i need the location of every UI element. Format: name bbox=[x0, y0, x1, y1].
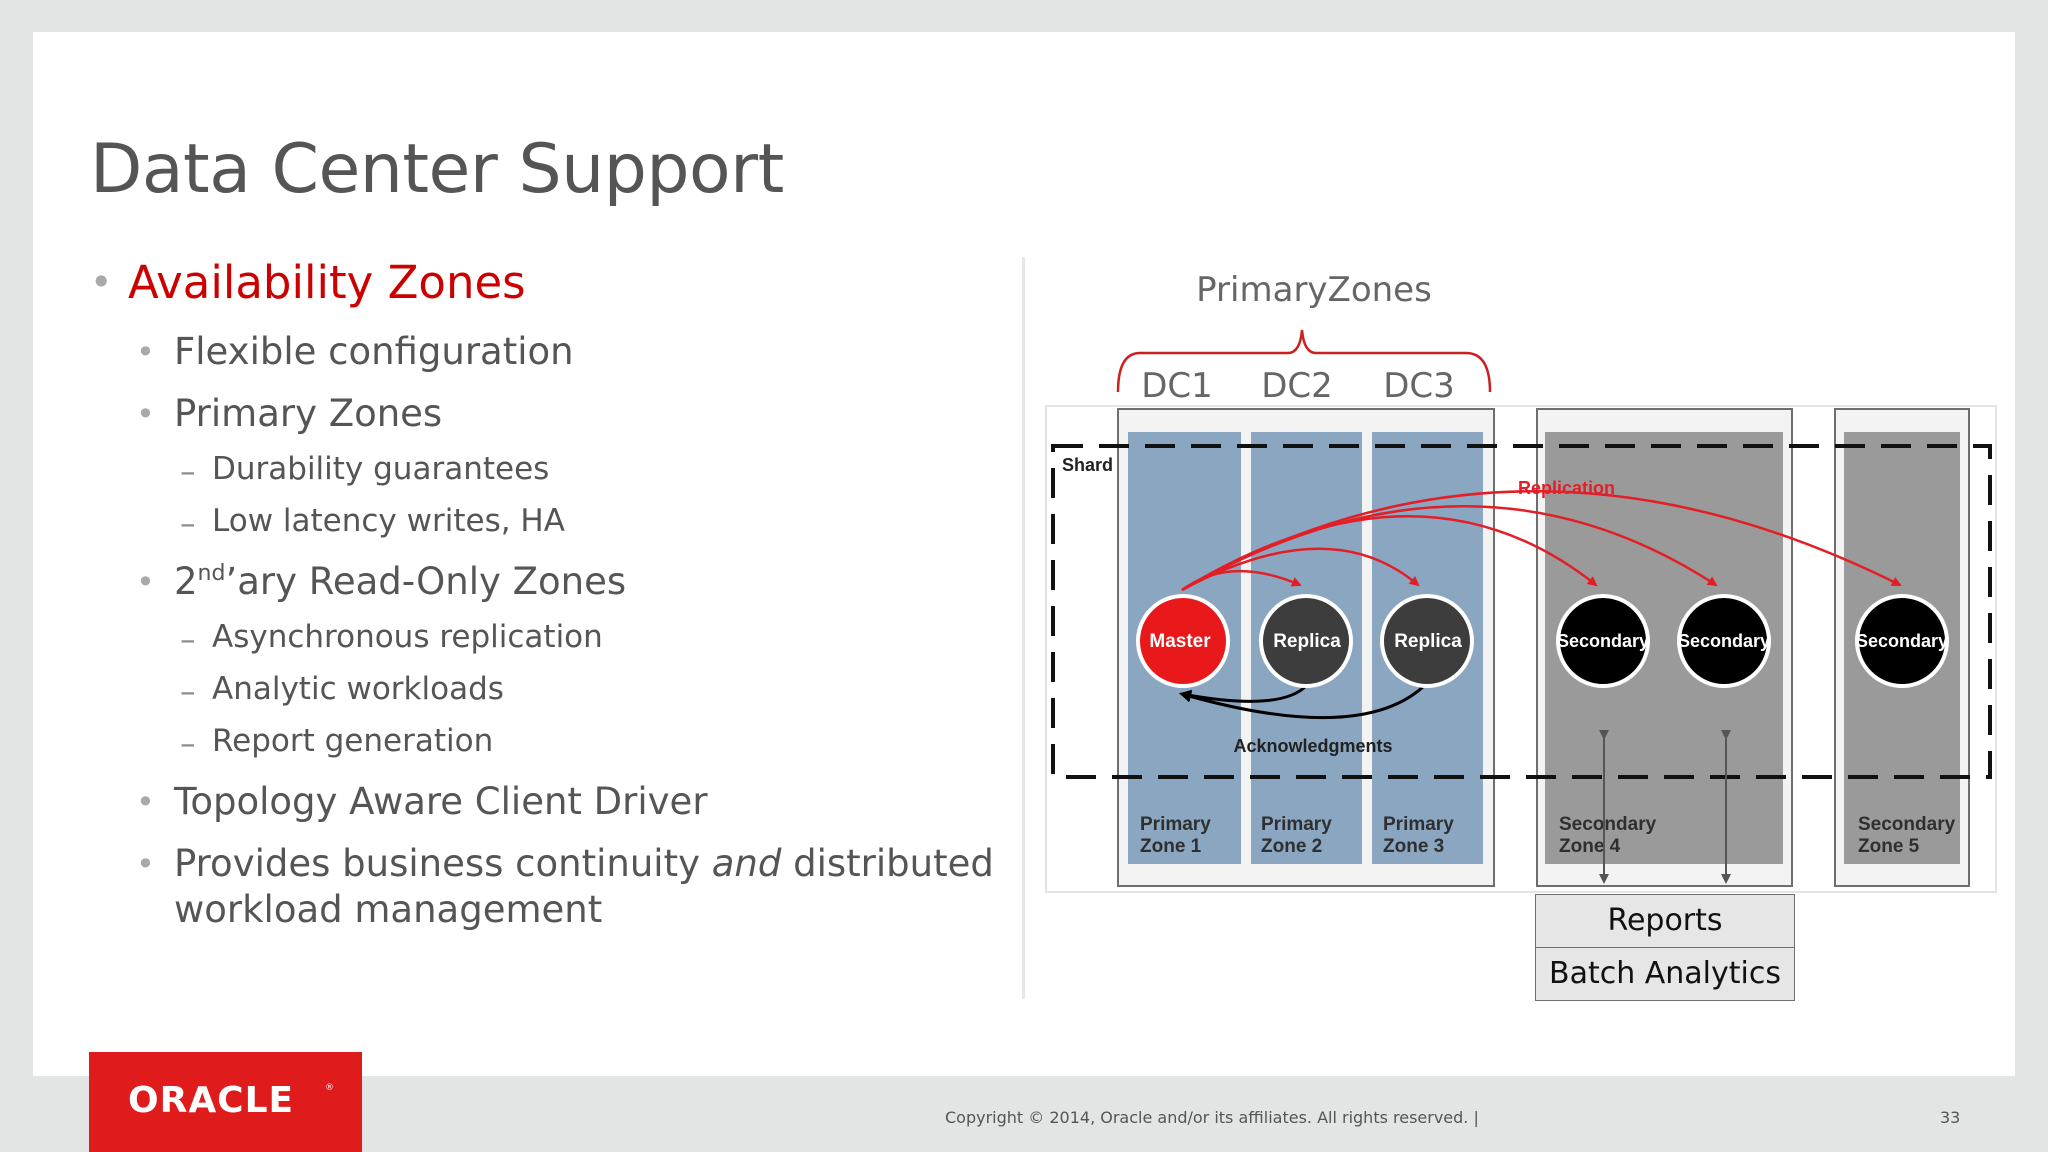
secondary-node bbox=[1677, 594, 1771, 688]
replication-label: Replication bbox=[1518, 478, 1615, 498]
secondary-node-label: Secondary bbox=[1557, 631, 1649, 651]
bullet-business-continuity: Provides business continuity and distrib… bbox=[174, 845, 994, 882]
bullet-topology-driver: Topology Aware Client Driver bbox=[174, 780, 708, 823]
secondary-text-pre: 2 bbox=[174, 560, 198, 603]
dc3-label: DC3 bbox=[1383, 366, 1455, 406]
primary-zones-brace bbox=[1116, 329, 1492, 393]
dc1-label: DC1 bbox=[1141, 366, 1213, 406]
batch-analytics-box: Batch Analytics bbox=[1535, 947, 1795, 1001]
secondary-text-post: ’ary Read-Only Zones bbox=[225, 560, 627, 603]
bullet-dot: • bbox=[136, 563, 155, 601]
primary-zones-group-label: PrimaryZones bbox=[1196, 270, 1432, 310]
page-number: 33 bbox=[1940, 1108, 1961, 1127]
bullet-primary-zones: Primary Zones bbox=[174, 392, 443, 435]
provides-text-c: distributed bbox=[781, 842, 994, 885]
secondary-node-label: Secondary bbox=[1678, 631, 1770, 651]
secondary-node bbox=[1556, 594, 1650, 688]
replication-arrows bbox=[1181, 490, 1902, 592]
reports-box: Reports bbox=[1535, 894, 1795, 948]
bullet-availability-zones: Availability Zones bbox=[128, 256, 526, 309]
dc2-label: DC2 bbox=[1261, 366, 1333, 406]
bullet-dot: • bbox=[136, 395, 155, 433]
replica-node-label: Replica bbox=[1394, 631, 1462, 652]
replica-node-label: Replica bbox=[1273, 631, 1341, 652]
zone-1-label-line1: Primary bbox=[1140, 814, 1211, 835]
master-node-label: Master bbox=[1149, 631, 1211, 652]
zone-5-label-line2: Zone 5 bbox=[1858, 836, 1920, 857]
acknowledgment-arrows bbox=[1179, 684, 1426, 720]
bullet-low-latency: Low latency writes, HA bbox=[212, 503, 565, 539]
client-access-arrows bbox=[1599, 730, 1731, 884]
shard-label: Shard bbox=[1062, 455, 1113, 475]
bullet-analytic-workloads: Analytic workloads bbox=[212, 671, 504, 707]
provides-text-a: Provides business continuity bbox=[174, 842, 712, 885]
dash-marker: – bbox=[180, 622, 196, 658]
replication-arrow bbox=[1181, 547, 1420, 592]
zone-3-label-line1: Primary bbox=[1383, 814, 1454, 835]
secondary-node-label: Secondary bbox=[1856, 631, 1948, 651]
acknowledgment-arrow bbox=[1179, 684, 1308, 703]
bullet-dot: • bbox=[136, 845, 155, 883]
bullet-report-generation: Report generation bbox=[212, 723, 494, 759]
column-divider bbox=[1022, 257, 1025, 999]
dash-marker: – bbox=[180, 726, 196, 762]
bullet-durability: Durability guarantees bbox=[212, 451, 550, 487]
oracle-logo: ORACLE ® bbox=[89, 1052, 362, 1152]
zone-1-label-line2: Zone 1 bbox=[1140, 836, 1202, 857]
acknowledgments-label: Acknowledgments bbox=[1233, 736, 1392, 756]
copyright-footer: Copyright © 2014, Oracle and/or its affi… bbox=[945, 1108, 1479, 1127]
bullet-async-replication: Asynchronous replication bbox=[212, 619, 603, 655]
oracle-logo-text: ORACLE bbox=[128, 1080, 294, 1121]
bullet-business-continuity-line2: workload management bbox=[174, 888, 603, 931]
replication-arrow bbox=[1181, 490, 1902, 592]
bullet-dot: • bbox=[90, 260, 113, 304]
zone-3-label-line2: Zone 3 bbox=[1383, 836, 1444, 857]
zone-4-label-line2: Zone 4 bbox=[1559, 836, 1621, 857]
bullet-flexible-configuration: Flexible configuration bbox=[174, 330, 574, 373]
oracle-logo-mark: ORACLE ® bbox=[128, 1080, 334, 1121]
zone-4-label-line1: Secondary bbox=[1559, 814, 1657, 835]
replica-node bbox=[1380, 594, 1474, 688]
secondary-node bbox=[1855, 594, 1949, 688]
bullet-dot: • bbox=[136, 333, 155, 371]
bullet-secondary-zones: 2nd’ary Read-Only Zones bbox=[174, 560, 627, 603]
slide-title: Data Center Support bbox=[90, 130, 784, 209]
dash-marker: – bbox=[180, 454, 196, 490]
zone-2-label-line1: Primary bbox=[1261, 814, 1332, 835]
bullet-dot: • bbox=[136, 783, 155, 821]
provides-text-italic: and bbox=[711, 842, 782, 885]
replica-node bbox=[1259, 594, 1353, 688]
master-node bbox=[1136, 594, 1230, 688]
zone-2-label-line2: Zone 2 bbox=[1261, 836, 1322, 857]
shard-boundary bbox=[1051, 444, 1992, 779]
registered-mark: ® bbox=[325, 1083, 334, 1093]
secondary-text-sup: nd bbox=[197, 561, 226, 586]
dash-marker: – bbox=[180, 506, 196, 542]
dash-marker: – bbox=[180, 674, 196, 710]
zone-5-label-line1: Secondary bbox=[1858, 814, 1956, 835]
acknowledgment-arrow bbox=[1179, 684, 1426, 720]
